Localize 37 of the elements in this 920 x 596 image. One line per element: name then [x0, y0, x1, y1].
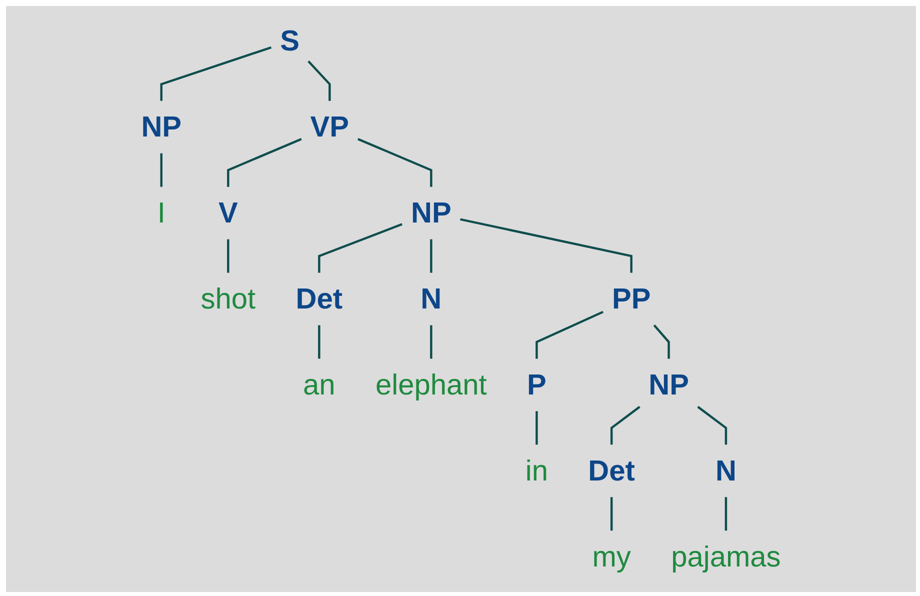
node-text: elephant: [375, 368, 487, 402]
node-text: shot: [200, 282, 256, 316]
connector: [724, 497, 728, 531]
connector: [536, 310, 604, 359]
connector: [318, 325, 320, 359]
connector: [227, 138, 302, 187]
node-text: VP: [310, 110, 350, 144]
node-text: N: [420, 282, 442, 316]
node-text: Det: [588, 454, 635, 488]
connector: [697, 406, 728, 445]
connector: [653, 324, 670, 359]
node-text: S: [280, 24, 300, 58]
node-text: P: [527, 368, 546, 402]
connector: [460, 218, 632, 273]
connector: [308, 60, 331, 101]
connector: [430, 325, 432, 359]
node-text: NP: [648, 368, 689, 402]
connector: [160, 153, 162, 187]
connector: [160, 46, 272, 101]
node-text: NP: [141, 110, 182, 144]
node-text: NP: [411, 196, 452, 230]
node-text: V: [218, 196, 238, 230]
connector: [536, 411, 538, 445]
connector: [318, 223, 402, 273]
connector: [358, 138, 432, 187]
node-text: an: [303, 368, 336, 402]
node-text: in: [525, 454, 548, 488]
connector: [430, 239, 432, 273]
node-text: my: [592, 540, 631, 574]
node-text: Det: [296, 282, 343, 316]
node-text: N: [715, 454, 736, 488]
connector: [610, 497, 613, 531]
node-text: PP: [612, 282, 651, 316]
connector: [610, 406, 640, 445]
node-text: I: [157, 196, 166, 230]
node-text: pajamas: [671, 540, 781, 574]
connector: [227, 239, 230, 273]
